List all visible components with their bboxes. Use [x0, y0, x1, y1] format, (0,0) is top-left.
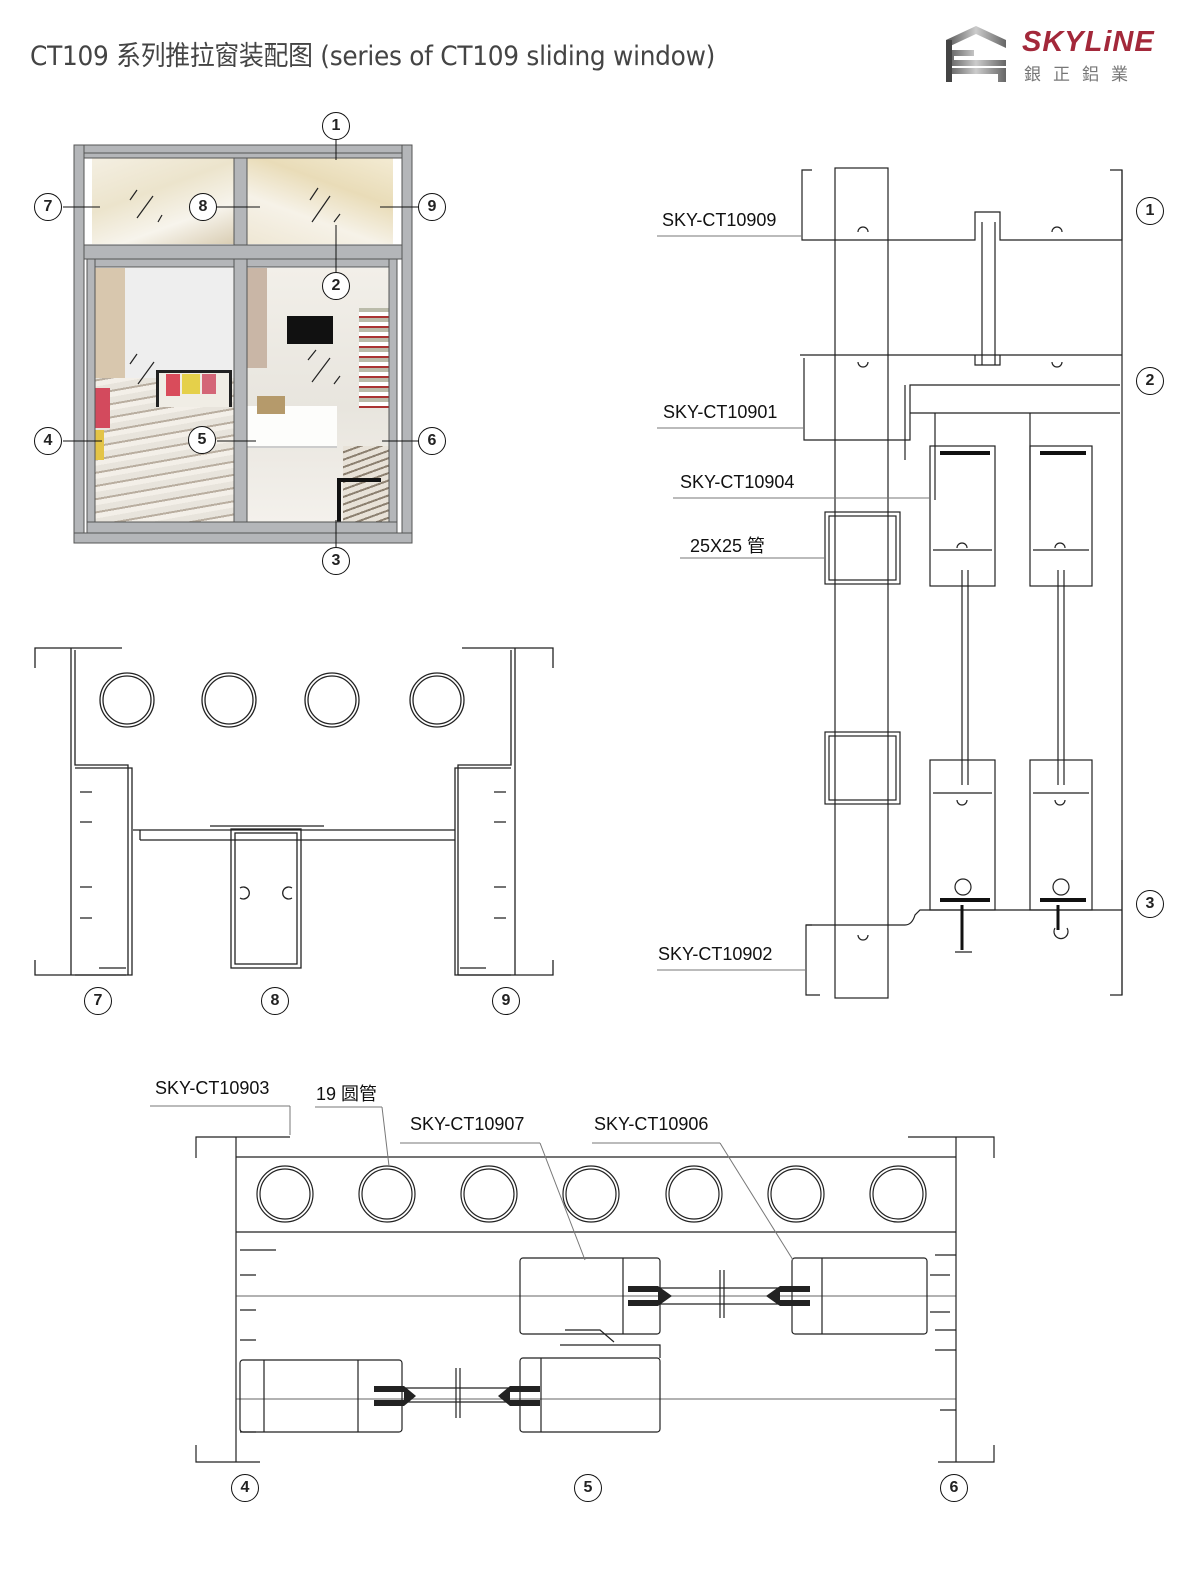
brand-subtitle: 銀正鋁業 [1024, 65, 1140, 84]
sliding-pane-right [247, 268, 389, 522]
skyline-chevron-logo-icon [946, 26, 1006, 82]
label-sky-ct10906: SKY-CT10906 [594, 1114, 709, 1134]
label-sky-ct10907: SKY-CT10907 [410, 1114, 525, 1134]
transom-section-drawing [34, 647, 554, 976]
elevation-callout-7: 7 [34, 193, 62, 221]
sliding-section-callout-4: 4 [231, 1474, 259, 1502]
label-sky-ct10909: SKY-CT10909 [662, 210, 777, 230]
elevation-callout-5: 5 [188, 426, 216, 454]
label-sky-ct10903: SKY-CT10903 [155, 1078, 270, 1098]
vertical-section-callout-3: 3 [1136, 890, 1164, 918]
transom-section-callout-9: 9 [492, 987, 520, 1015]
label-sky-ct10904: SKY-CT10904 [680, 472, 795, 492]
vertical-section-callout-1: 1 [1136, 197, 1164, 225]
brand-name: SKYLiNE [1022, 26, 1155, 58]
elevation-callout-2: 2 [322, 272, 350, 300]
vertical-section-callout-2: 2 [1136, 367, 1164, 395]
elevation-callout-8: 8 [189, 193, 217, 221]
elevation-callout-4: 4 [34, 427, 62, 455]
sliding-pane-left [94, 268, 234, 522]
sliding-section-callout-6: 6 [940, 1474, 968, 1502]
vertical-section-drawing [657, 167, 1123, 999]
label-sky-ct10901: SKY-CT10901 [663, 402, 778, 422]
elevation-callout-9: 9 [418, 193, 446, 221]
label-25x25-tube: 25X25 管 [690, 536, 766, 556]
brand-logo: SKYLiNE 銀正鋁業 [944, 22, 1164, 86]
window-frame-drawing [63, 140, 420, 547]
elevation-callout-6: 6 [418, 427, 446, 455]
page-title: CT109 系列推拉窗装配图 (series of CT109 sliding … [30, 41, 716, 72]
label-19-round-tube: 19 圆管 [316, 1084, 378, 1104]
transom-section-callout-7: 7 [84, 987, 112, 1015]
elevation-callout-1: 1 [322, 112, 350, 140]
label-sky-ct10902: SKY-CT10902 [658, 944, 773, 964]
sliding-section-callout-5: 5 [574, 1474, 602, 1502]
elevation-callout-3: 3 [322, 547, 350, 575]
transom-section-callout-8: 8 [261, 987, 289, 1015]
transom-pane-right [247, 158, 393, 244]
